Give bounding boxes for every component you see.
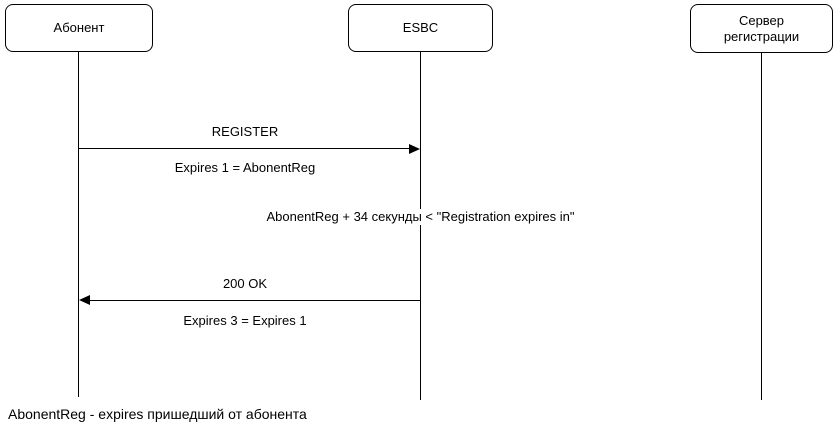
lifeline-esbc [420,52,421,400]
participant-box-registration-server: Сервер регистрации [690,4,833,53]
message-200ok-sublabel: Expires 3 = Expires 1 [183,313,307,328]
participant-box-abonent: Абонент [5,4,153,52]
participant-label-abonent: Абонент [53,20,105,35]
participant-box-esbc: ESBC [348,4,493,52]
lifeline-registration-server [761,53,762,400]
message-register-line [79,148,411,149]
diagram-footnote: AbonentReg - expires пришедший от абонен… [8,406,307,422]
arrowhead-left-icon [79,295,90,305]
lifeline-abonent [78,52,79,397]
arrowhead-right-icon [409,144,420,154]
message-register-sublabel: Expires 1 = AbonentReg [174,160,316,175]
esbc-timer-annotation: AbonentReg + 34 секунды < "Registration … [230,209,611,225]
message-200ok-line [88,300,420,301]
message-register-label: REGISTER [211,124,279,139]
participant-label-registration-server: Сервер регистрации [723,12,800,44]
participant-label-esbc: ESBC [402,20,439,35]
message-200ok-label: 200 OK [222,276,268,291]
